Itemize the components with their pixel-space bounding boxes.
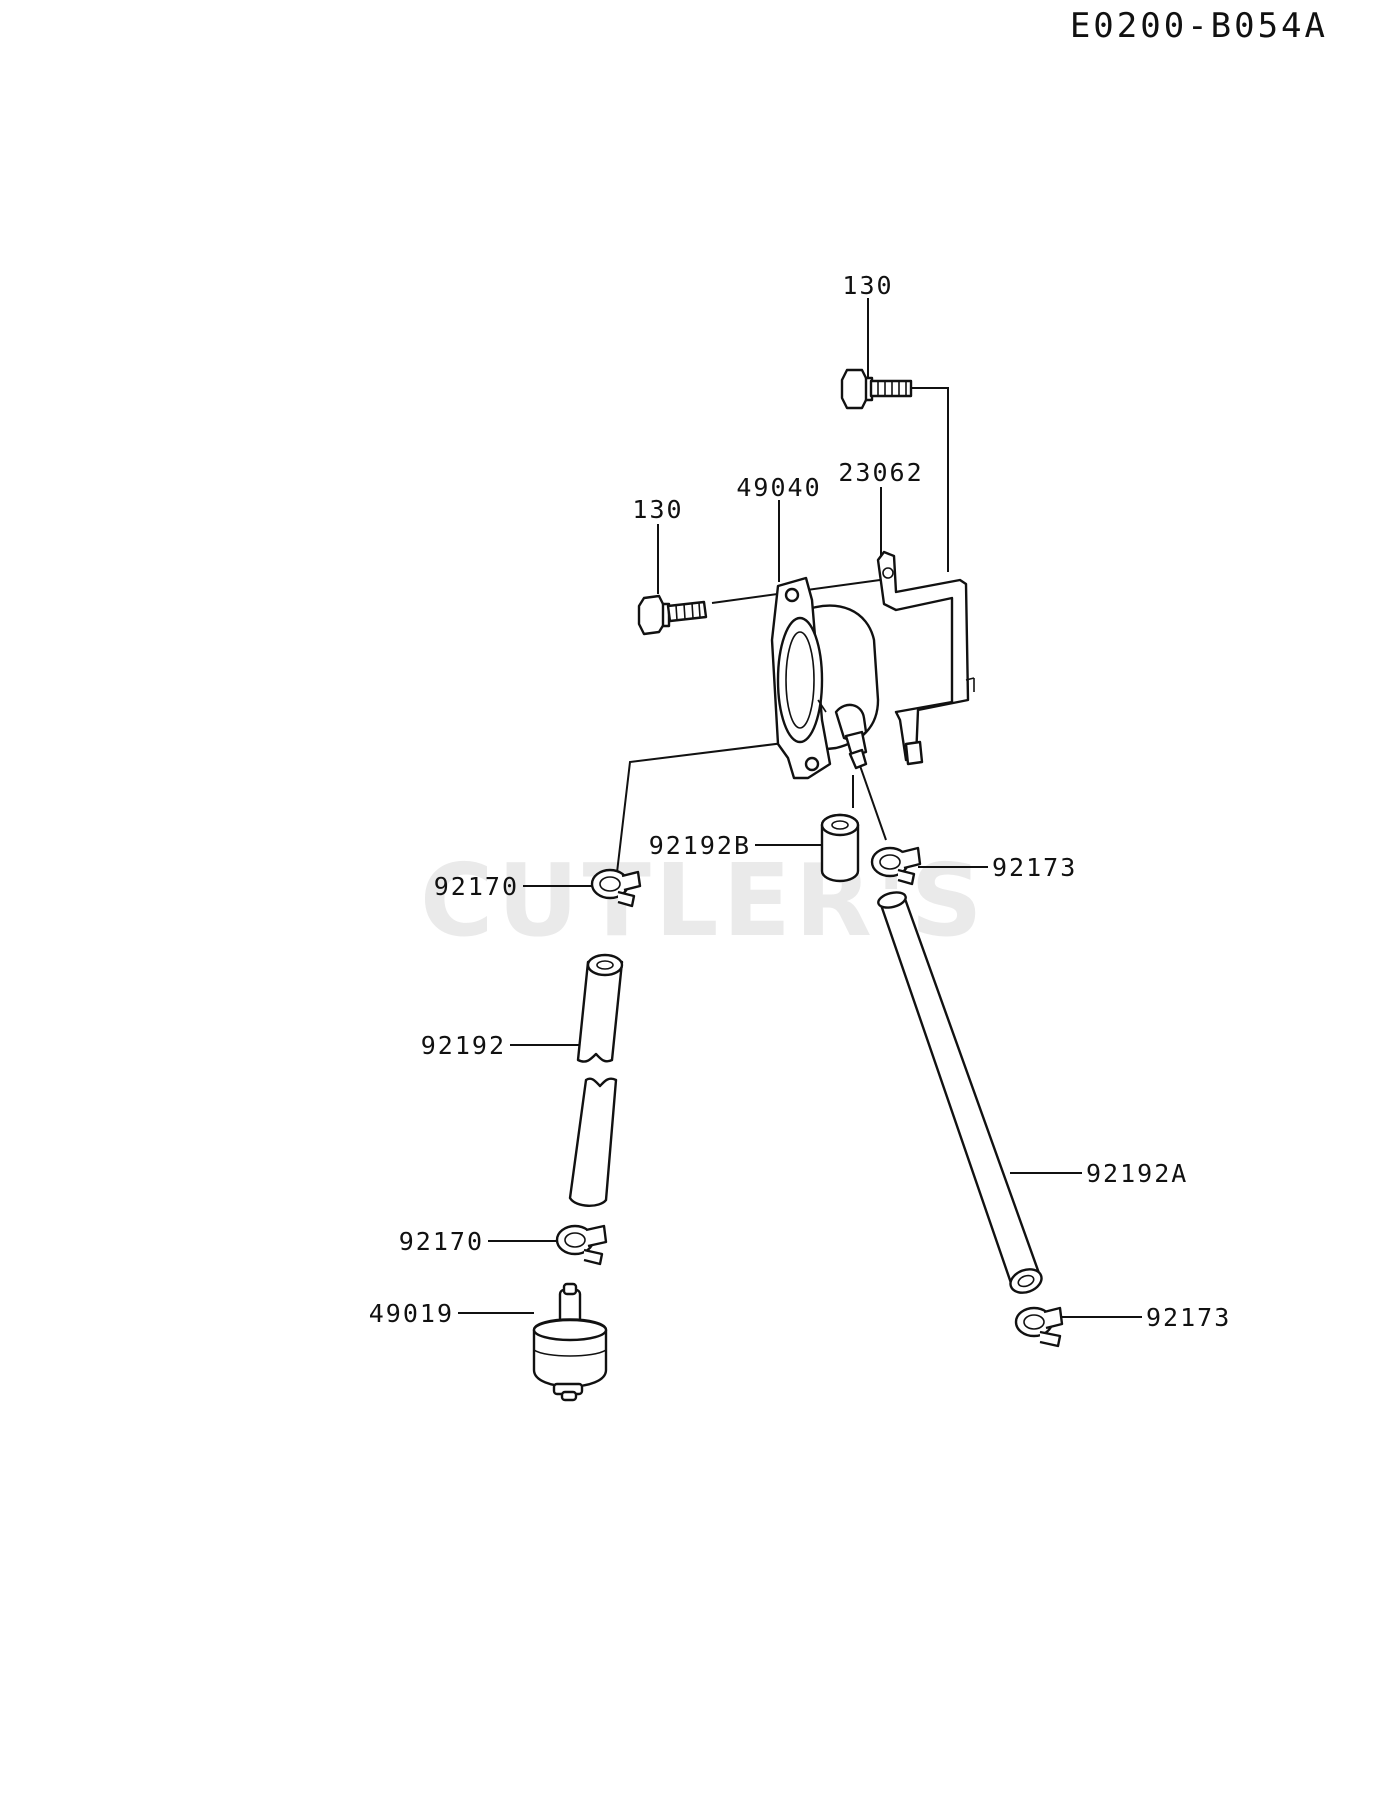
callout-clamp-right-bottom: 92173 (1146, 1303, 1231, 1332)
callout-hose-left: 92192 (421, 1031, 506, 1060)
callout-hose-long: 92192A (1086, 1159, 1188, 1188)
hose-long-part (877, 891, 1043, 1294)
bolt-top-part (840, 368, 913, 410)
diagram-code: E0200-B054A (1070, 6, 1328, 46)
leader-lines (458, 298, 1142, 1318)
bracket-part (876, 550, 975, 766)
callout-clamp-left-top: 92170 (434, 872, 519, 901)
clamp-left-top-part (590, 868, 642, 908)
hose-short-part (820, 813, 860, 883)
hose-left-part (568, 953, 624, 1207)
clamp-left-bottom-part (555, 1224, 608, 1266)
callout-clamp-left-bottom: 92170 (399, 1227, 484, 1256)
callout-bolt-left: 130 (632, 495, 683, 524)
callout-fuel-filter: 49019 (369, 1299, 454, 1328)
clamp-right-bottom-part (1014, 1306, 1064, 1348)
callout-bolt-top: 130 (842, 271, 893, 300)
callout-hose-short: 92192B (649, 831, 751, 860)
clamp-right-top-part (870, 846, 922, 886)
fuel-filter-part (532, 1282, 608, 1402)
bolt-left-part (637, 594, 708, 636)
fuel-pump-part (770, 576, 880, 780)
callout-bracket: 23062 (838, 458, 923, 487)
callout-fuel-pump: 49040 (736, 473, 821, 502)
callout-clamp-right-top: 92173 (992, 853, 1077, 882)
